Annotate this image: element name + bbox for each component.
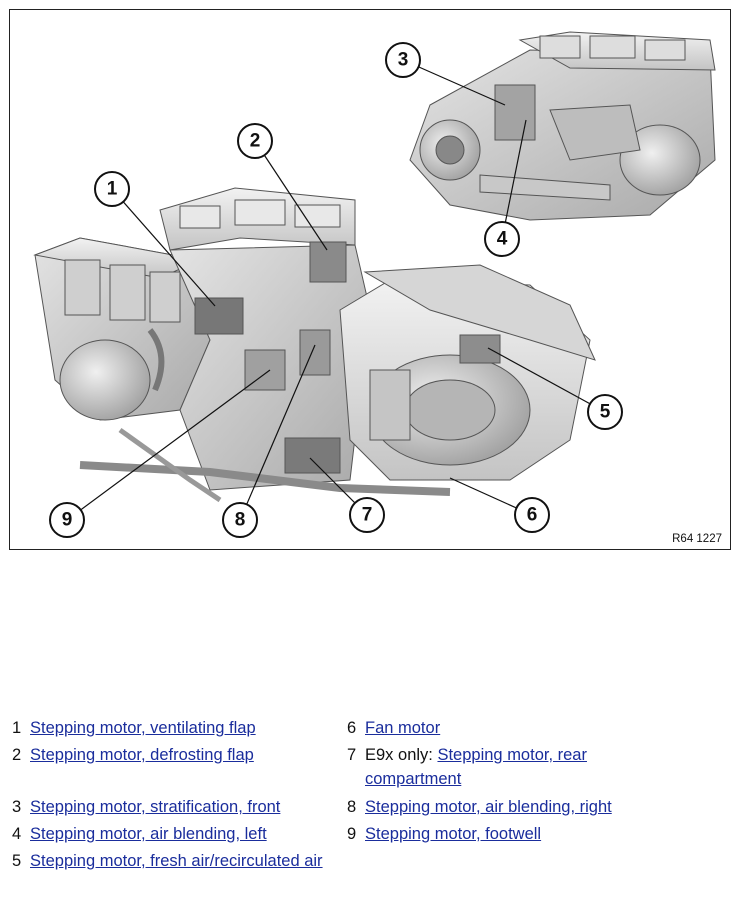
diagram-figure: 1 2 3 4 5 6 7 8 9 R64 1227 [9,9,731,550]
motor-7-shape [284,437,341,474]
callout-5: 5 [587,394,623,430]
svg-text:8: 8 [235,510,246,531]
legend-link-ventilating-flap[interactable]: Stepping motor, ventilating flap [30,719,256,737]
legend-link-defrosting-flap[interactable]: Stepping motor, defrosting flap [30,746,254,764]
svg-text:7: 7 [362,505,373,526]
legend-item-7: 7 E9x only: Stepping motor, rear compart… [347,743,637,791]
svg-text:2: 2 [250,131,261,152]
legend-link-air-blending-left[interactable]: Stepping motor, air blending, left [30,825,267,843]
callout-3: 3 [385,42,421,78]
legend-number: 3 [12,798,22,816]
legend-item-2: 2 Stepping motor, defrosting flap [12,743,332,767]
svg-text:5: 5 [600,402,611,423]
svg-text:1: 1 [107,179,118,200]
legend-number: 2 [12,746,22,764]
figure-reference: R64 1227 [667,532,727,546]
legend-number: 7 [347,746,357,764]
legend-item-9: 9 Stepping motor, footwell [347,822,647,846]
legend-number: 5 [12,852,22,870]
svg-text:3: 3 [398,50,409,71]
callout-6: 6 [514,497,550,533]
main-hvac-unit [33,187,596,503]
legend-number: 9 [347,825,357,843]
inset-hvac-unit [409,31,716,221]
svg-text:9: 9 [62,510,73,531]
legend-number: 1 [12,719,22,737]
callout-9: 9 [49,502,85,538]
callout-8: 8 [222,502,258,538]
svg-text:4: 4 [497,229,508,250]
legend-item-3: 3 Stepping motor, stratification, front [12,795,332,819]
legend-item-5: 5 Stepping motor, fresh air/recirculated… [12,849,332,873]
hvac-unit-illustration: 1 2 3 4 5 6 7 8 9 [33,31,716,538]
legend-number: 8 [347,798,357,816]
callout-2: 2 [237,123,273,159]
legend-link-stratification-front[interactable]: Stepping motor, stratification, front [30,798,281,816]
legend-item-6: 6 Fan motor [347,716,637,740]
motor-1-shape [194,297,244,335]
legend-number: 6 [347,719,357,737]
callout-4: 4 [484,221,520,257]
legend-link-fresh-air[interactable]: Stepping motor, fresh air/recirculated a… [30,852,323,870]
legend-link-air-blending-right[interactable]: Stepping motor, air blending, right [365,798,612,816]
callout-1: 1 [94,171,130,207]
legend-link-rear-compartment[interactable]: Stepping motor, rear compartment [365,746,587,788]
svg-text:6: 6 [527,505,538,526]
legend-prefix: E9x only: [365,746,433,764]
legend-item-1: 1 Stepping motor, ventilating flap [12,716,332,740]
motor-5-shape [459,334,501,364]
legend-link-fan-motor[interactable]: Fan motor [365,719,441,737]
callout-7: 7 [349,497,385,533]
legend-number: 4 [12,825,22,843]
motor-2-shape [309,241,347,283]
callouts: 1 2 3 4 5 6 7 8 9 [49,42,623,538]
legend-link-footwell[interactable]: Stepping motor, footwell [365,825,542,843]
legend-item-8: 8 Stepping motor, air blending, right [347,795,647,819]
legend-item-4: 4 Stepping motor, air blending, left [12,822,332,846]
